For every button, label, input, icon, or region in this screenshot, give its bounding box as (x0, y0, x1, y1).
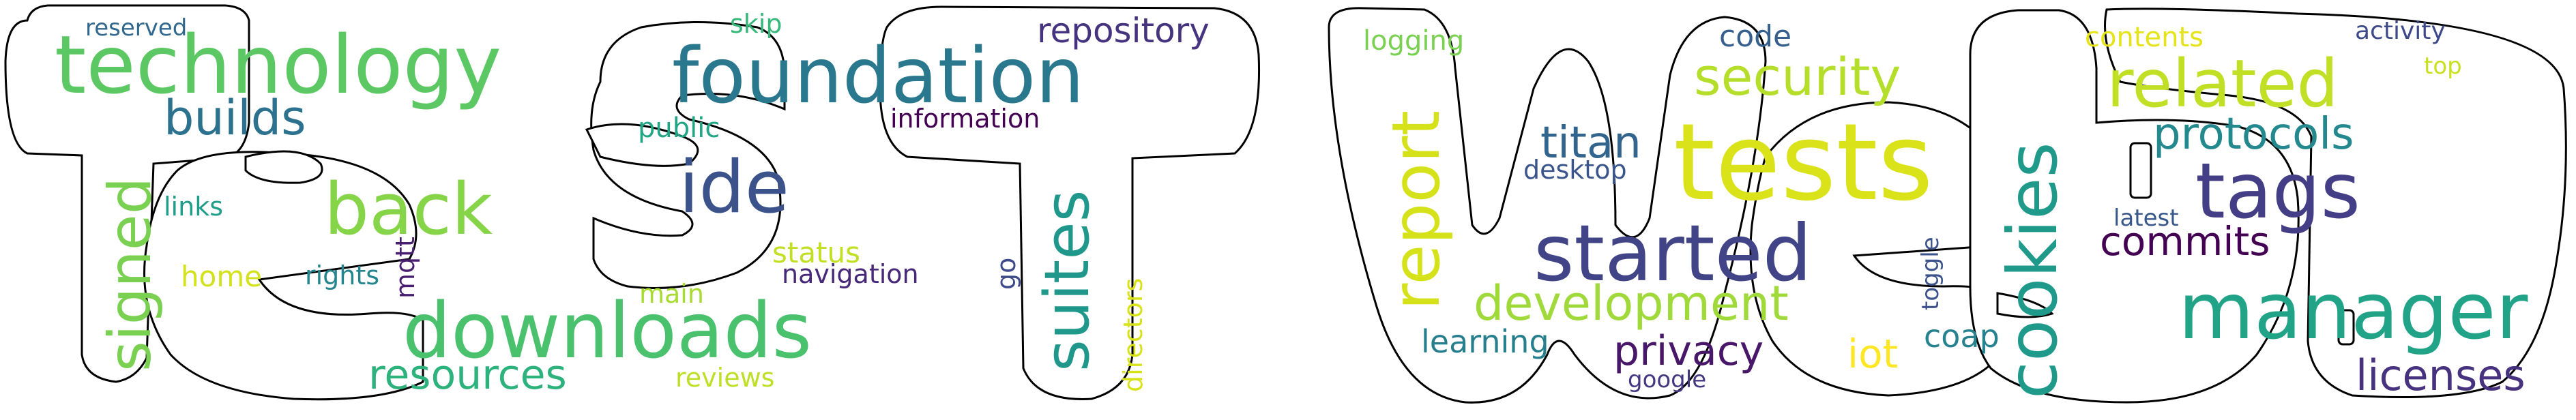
mask-outline-test (4, 4, 1261, 401)
word-public: public (638, 112, 720, 144)
word-directors: directors (1118, 278, 1148, 392)
word-downloads: downloads (402, 287, 812, 376)
word-protocols: protocols (2153, 109, 2354, 160)
word-repository: repository (1037, 11, 1210, 50)
word-coap: coap (1924, 318, 2000, 355)
word-report: report (1378, 110, 1454, 310)
word-desktop: desktop (1523, 155, 1627, 185)
word-latest: latest (2113, 205, 2179, 232)
word-iot: iot (1847, 331, 1899, 377)
word-logging: logging (1363, 25, 1465, 57)
word-main: main (639, 279, 704, 309)
word-activity: activity (2355, 17, 2446, 45)
word-status: status (772, 236, 861, 269)
word-contents: contents (2085, 22, 2204, 53)
word-cookies: cookies (1993, 142, 2073, 399)
word-licenses: licenses (2356, 350, 2526, 400)
word-tags: tags (2195, 147, 2360, 236)
word-information: information (890, 104, 1040, 134)
word-related: related (2107, 46, 2339, 122)
word-foundation: foundation (672, 32, 1085, 121)
word-top: top (2424, 52, 2462, 80)
word-home: home (181, 260, 263, 293)
word-resources: resources (368, 351, 567, 399)
mask-outline-web (1328, 7, 2567, 404)
word-ide: ide (679, 145, 789, 229)
word-rights: rights (305, 260, 380, 290)
word-go: go (991, 257, 1021, 290)
word-commits: commits (2100, 218, 2270, 265)
word-signed: signed (96, 177, 164, 372)
word-code: code (1719, 19, 1792, 54)
word-learning: learning (1421, 323, 1549, 360)
word-google: google (1628, 366, 1707, 393)
word-back: back (324, 168, 493, 251)
word-suites: suites (1031, 190, 1103, 372)
word-reviews: reviews (675, 363, 775, 393)
word-cloud-test: technology foundation repository reserve… (4, 4, 1261, 401)
word-started: started (1534, 208, 1813, 299)
word-links: links (164, 192, 224, 222)
word-titan: titan (1540, 118, 1641, 168)
word-skip: skip (730, 9, 782, 39)
word-toggle: toggle (1917, 237, 1944, 310)
word-tests: tests (1673, 100, 1933, 224)
word-builds: builds (164, 90, 306, 146)
word-privacy: privacy (1613, 327, 1764, 375)
word-navigation: navigation (782, 259, 919, 289)
word-cloud-web: logging code contents activity top secur… (1288, 0, 2576, 420)
word-manager: manager (2178, 266, 2528, 357)
word-reserved: reserved (85, 14, 188, 42)
word-development: development (1474, 275, 1789, 331)
word-security: security (1694, 46, 1901, 107)
word-technology: technology (55, 18, 502, 112)
